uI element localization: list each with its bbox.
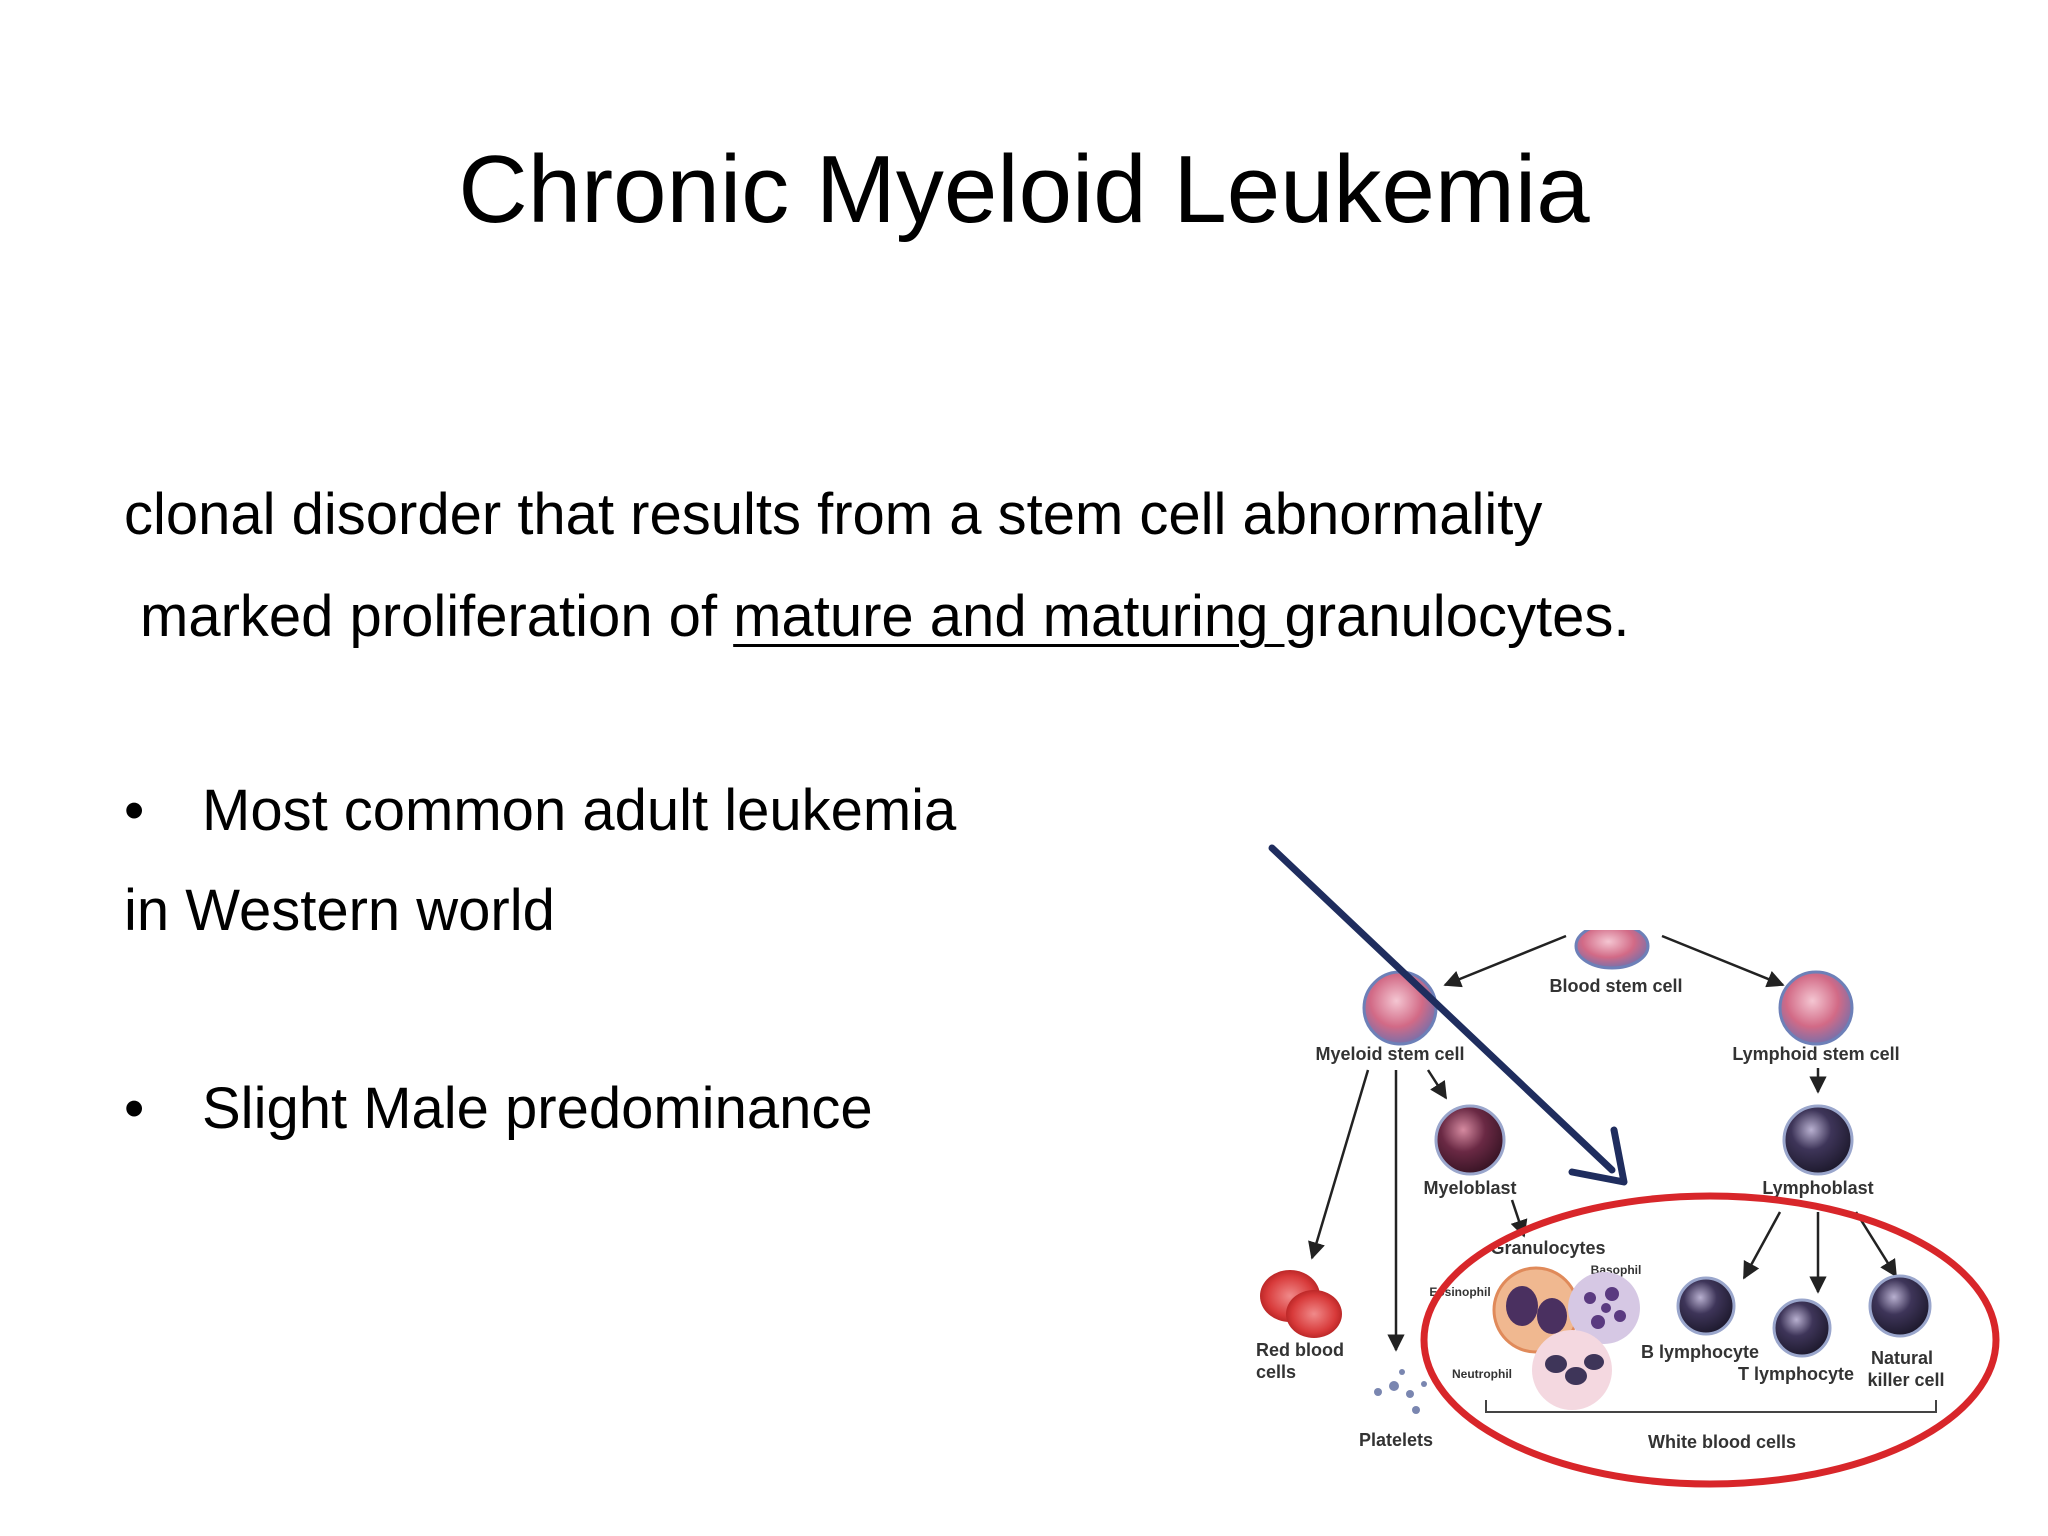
lymphoid-stem-cell-icon xyxy=(1778,970,1854,1046)
label-red-blood-cells-2: cells xyxy=(1256,1362,1296,1382)
highlight-ellipse xyxy=(1420,1192,2000,1488)
neutrophil-icon xyxy=(1532,1330,1612,1410)
bullet-marker: • xyxy=(124,778,145,843)
annotation-arrow xyxy=(1268,844,1616,1174)
blood-stem-cell-icon xyxy=(1574,922,1650,970)
natural-killer-cell-icon xyxy=(1868,1274,1932,1338)
myeloblast-icon xyxy=(1434,1104,1506,1176)
label-lymphoblast: Lymphoblast xyxy=(1762,1178,1873,1198)
label-platelets: Platelets xyxy=(1359,1430,1433,1450)
myeloid-stem-cell-icon xyxy=(1362,970,1438,1046)
platelets-icon xyxy=(1374,1369,1427,1414)
label-b-lymphocyte: B lymphocyte xyxy=(1641,1342,1759,1362)
label-red-blood-cells-1: Red blood xyxy=(1256,1340,1344,1360)
label-blood-stem-cell: Blood stem cell xyxy=(1549,976,1682,996)
b-lymphocyte-icon xyxy=(1676,1276,1736,1336)
label-lymphoid-stem-cell: Lymphoid stem cell xyxy=(1732,1044,1899,1064)
lymphoblast-icon xyxy=(1782,1104,1854,1176)
red-blood-cells-icon xyxy=(1260,1270,1342,1338)
slide-title: Chronic Myeloid Leukemia xyxy=(458,136,1590,243)
label-granulocytes: Granulocytes xyxy=(1490,1238,1605,1258)
underlined-phrase: mature and maturing xyxy=(733,584,1285,649)
body-line-2-prefix: marked proliferation of xyxy=(140,584,734,649)
body-line-2: marked proliferation of mature and matur… xyxy=(140,582,1629,652)
annotation-arrowhead-icon xyxy=(1568,1126,1628,1186)
bullet-1-continuation: in Western world xyxy=(124,878,555,943)
label-natural-killer-2: killer cell xyxy=(1867,1370,1944,1390)
bullet-marker: • xyxy=(124,1076,145,1141)
eosinophil-icon xyxy=(1492,1266,1580,1354)
label-myeloblast: Myeloblast xyxy=(1423,1178,1516,1198)
label-t-lymphocyte: T lymphocyte xyxy=(1738,1364,1854,1384)
t-lymphocyte-icon xyxy=(1772,1298,1832,1358)
label-neutrophil: Neutrophil xyxy=(1452,1367,1512,1381)
basophil-icon xyxy=(1568,1272,1640,1344)
body-line-2-suffix: granulocytes. xyxy=(1284,584,1630,649)
label-white-blood-cells: White blood cells xyxy=(1648,1432,1796,1452)
bullet-1-text: Most common adult leukemia xyxy=(202,778,957,843)
body-line-1: clonal disorder that results from a stem… xyxy=(124,482,1543,547)
white-blood-cells-bracket xyxy=(1485,1400,1937,1413)
bullet-2-text: Slight Male predominance xyxy=(202,1076,873,1141)
label-natural-killer-1: Natural xyxy=(1871,1348,1933,1368)
label-myeloid-stem-cell: Myeloid stem cell xyxy=(1315,1044,1464,1064)
